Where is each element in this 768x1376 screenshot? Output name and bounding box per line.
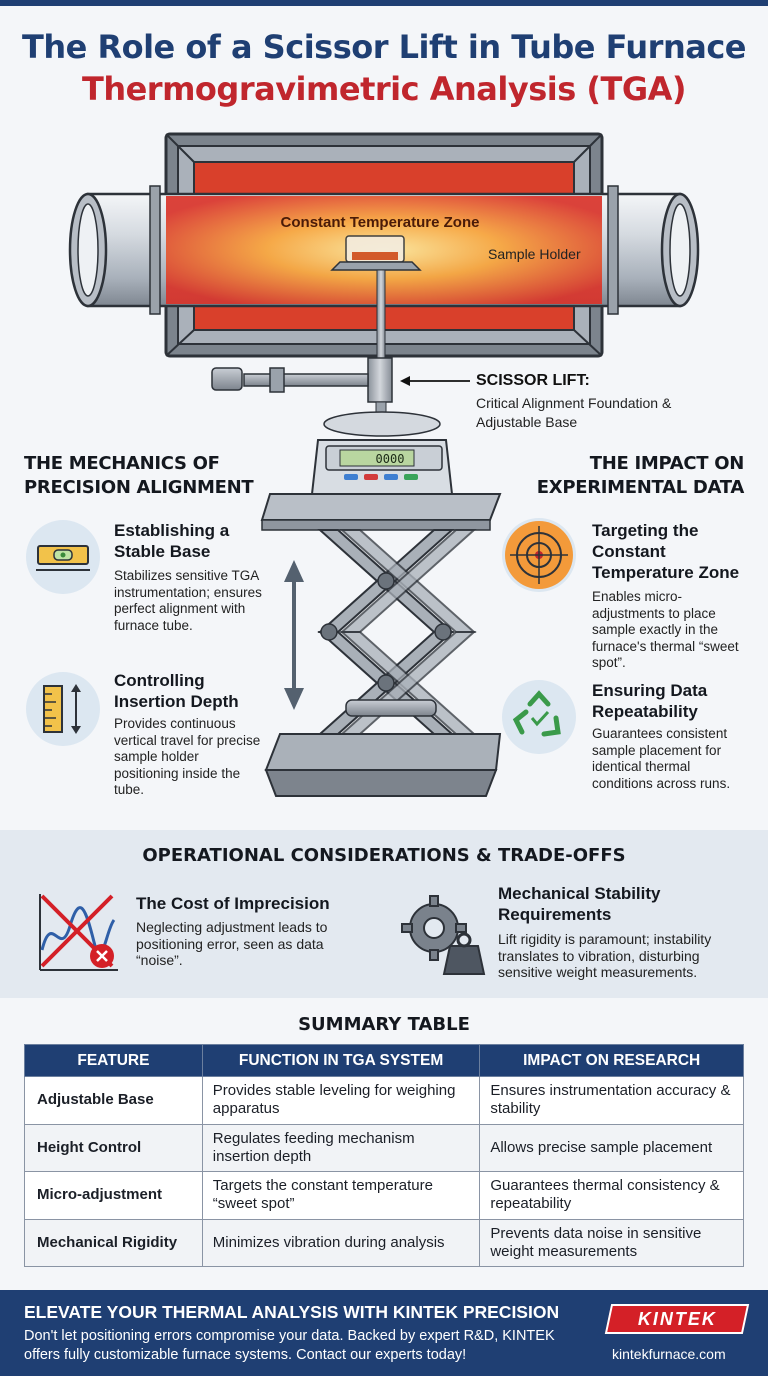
level-icon-circle [26,520,100,594]
summary-heading: SUMMARY TABLE [298,1014,470,1035]
feature-cell: Adjustable Base [24,1076,203,1125]
mechanics-item-2-title: Controlling Insertion Depth [114,671,239,711]
impact-item-1-title: Targeting the Constant Temperature Zone [592,521,740,582]
function-cell: Provides stable leveling for weighing ap… [201,1076,481,1125]
footer-text: Don't let positioning errors compromise … [24,1328,555,1363]
furnace-lift-illustration: 0000 [68,132,700,797]
vertical-travel-arrow [284,560,304,710]
impact-cell: Prevents data noise in sensitive weight … [479,1218,744,1267]
function-cell: Minimizes vibration during analysis [201,1218,481,1267]
balance: 0000 [310,411,454,495]
website-link[interactable]: kintekfurnace.com [612,1346,726,1362]
page-title: The Role of a Scissor Lift in Tube Furna… [22,28,746,66]
impact-item-2-desc: Guarantees consistent sample placement f… [592,726,731,791]
mechanics-item-1-desc: Stabilizes sensitive TGA instrumentation… [114,568,262,633]
ruler-icon [43,684,81,734]
page-subtitle: Thermogravimetric Analysis (TGA) [81,70,687,108]
column-header: FEATURE [24,1044,203,1077]
kintek-logo[interactable]: KINTEK [604,1304,750,1334]
feature-cell: Mechanical Rigidity [24,1218,203,1267]
impact-cell: Guarantees thermal consistency & repeata… [479,1171,744,1220]
top-accent-bar [0,0,768,6]
summary-table: FEATURE FUNCTION IN TGA SYSTEM IMPACT ON… [24,1044,744,1267]
operations-item-2-title: Mechanical Stability Requirements [498,884,661,924]
column-header: FUNCTION IN TGA SYSTEM [201,1044,481,1077]
mechanics-item-1-title: Establishing a Stable Base [114,521,230,561]
impact-heading: THE IMPACT ON EXPERIMENTAL DATA [536,453,745,498]
scissor-lift-title: SCISSOR LIFT: [476,372,590,389]
table-header-row: FEATURE FUNCTION IN TGA SYSTEM IMPACT ON… [24,1044,744,1077]
recycle-icon [512,690,561,737]
impact-cell: Allows precise sample placement [479,1123,744,1172]
logo-text: KINTEK [637,1308,717,1329]
mechanics-heading: THE MECHANICS OF PRECISION ALIGNMENT [24,453,254,498]
balance-readout: 0000 [376,452,405,466]
noisy-chart-icon [39,894,118,971]
operations-heading: OPERATIONAL CONSIDERATIONS & TRADE-OFFS [142,845,626,866]
constant-zone-label: Constant Temperature Zone [280,214,480,231]
feature-cell: Micro-adjustment [24,1171,203,1220]
impact-cell: Ensures instrumentation accuracy & stabi… [479,1076,744,1125]
table-row: Mechanical Rigidity Minimizes vibration … [24,1218,744,1267]
target-icon [505,521,573,589]
impact-item-2-title: Ensuring Data Repeatability [592,681,708,721]
sample-holder-label: Sample Holder [488,246,581,262]
function-cell: Regulates feeding mechanism insertion de… [201,1123,481,1172]
scissor-lift-subtitle: Critical Alignment Foundation & Adjustab… [476,395,672,430]
clamp-arm [211,367,369,393]
column-header: IMPACT ON RESEARCH [479,1044,744,1077]
impact-item-1-desc: Enables micro-adjustments to place sampl… [592,589,739,670]
ruler-icon-circle [26,672,100,746]
recycle-icon-circle [502,680,576,754]
level-icon [36,545,90,571]
operations-item-1-title: The Cost of Imprecision [136,894,330,913]
scissor-lift [260,493,502,797]
operations-item-2-desc: Lift rigidity is paramount; instability … [498,931,712,980]
feature-cell: Height Control [24,1123,203,1172]
operations-item-1-desc: Neglecting adjustment leads to positioni… [136,919,328,968]
operations-panel [0,830,768,998]
footer-title: ELEVATE YOUR THERMAL ANALYSIS WITH KINTE… [24,1302,560,1322]
table-row: Micro-adjustment Targets the constant te… [24,1171,744,1220]
sample-holder [330,235,422,419]
function-cell: Targets the constant temperature “sweet … [201,1171,481,1220]
mechanics-item-2-desc: Provides continuous vertical travel for … [114,716,261,797]
gear-weight-icon [401,895,486,975]
target-icon-circle [502,518,576,592]
table-row: Height Control Regulates feeding mechani… [24,1123,744,1172]
table-row: Adjustable Base Provides stable leveling… [24,1076,744,1125]
